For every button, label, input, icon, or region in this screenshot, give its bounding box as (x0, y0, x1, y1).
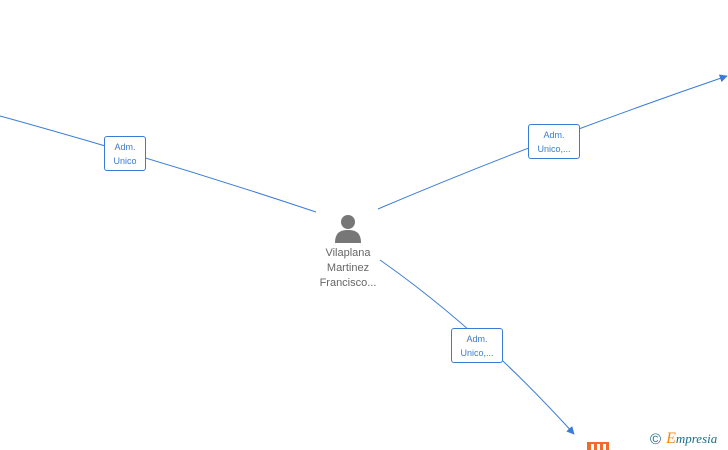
empresia-logo: Empresia (666, 430, 717, 448)
edge-label-lower-right[interactable]: Adm. Unico,... (451, 328, 503, 363)
person-name-line: Martinez (326, 262, 370, 274)
copyright-icon: © (650, 430, 662, 448)
empresia-watermark: © Empresia (650, 429, 717, 449)
edge-label-left[interactable]: Adm. Unico (104, 136, 146, 171)
edge-line-left (0, 115, 317, 213)
person-name-line: Francisco... (319, 277, 377, 289)
empresia-logo-initial: E (666, 430, 676, 447)
person-icon (335, 215, 361, 243)
company-building-icon[interactable] (587, 442, 609, 450)
person-name: Vilaplana Martinez Francisco... (300, 246, 396, 291)
edge-label-line: Adm. (466, 333, 488, 344)
person-node[interactable]: Vilaplana Martinez Francisco... (300, 213, 396, 291)
edge-label-upper-right[interactable]: Adm. Unico,... (528, 124, 580, 159)
person-name-line: Vilaplana (325, 247, 371, 259)
edge-label-line: Unico,... (460, 347, 494, 358)
edge-label-line: Adm. (114, 141, 136, 152)
edge-label-line: Adm. (543, 129, 565, 140)
empresia-logo-text: mpresia (675, 431, 718, 446)
edge-label-line: Unico,... (537, 143, 571, 154)
edge-label-line: Unico (113, 155, 137, 166)
